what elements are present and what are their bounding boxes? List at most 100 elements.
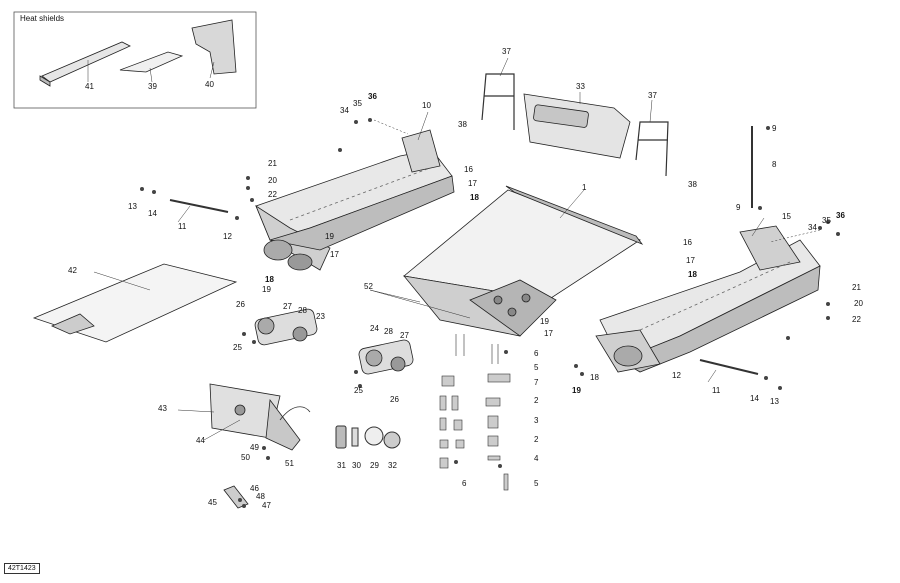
callout-46: 46: [250, 484, 259, 493]
floor-panel: [32, 263, 238, 343]
callout-5: 5: [534, 479, 539, 488]
callout-16: 16: [464, 165, 473, 174]
callout-45: 45: [208, 498, 217, 507]
part-29: [364, 426, 384, 446]
part-30: [351, 427, 359, 447]
clip-45: [223, 485, 249, 509]
right-frame-rail: [595, 225, 821, 373]
plate-bracket: [209, 383, 311, 451]
callout-10: 10: [422, 101, 431, 110]
callout-19: 19: [262, 285, 271, 294]
tail-light-left: [254, 308, 318, 346]
callout-40: 40: [205, 80, 214, 89]
callout-34: 34: [340, 106, 349, 115]
heat-shields-title: Heat shields: [20, 14, 65, 23]
callout-30: 30: [352, 461, 361, 470]
tailgate: [523, 93, 631, 159]
callout-28: 28: [298, 306, 307, 315]
callout-48: 48: [256, 492, 265, 501]
fastener-stack: [439, 334, 511, 491]
part-32: [383, 431, 401, 449]
callout-17: 17: [468, 179, 477, 188]
callout-7: 7: [534, 378, 539, 387]
callout-17: 17: [686, 256, 695, 265]
callout-22: 22: [268, 190, 277, 199]
callout-20: 20: [268, 176, 277, 185]
rod-left: [169, 199, 229, 213]
callout-17: 17: [330, 250, 339, 259]
callout-18: 18: [590, 373, 599, 382]
callout-14: 14: [750, 394, 759, 403]
callout-22: 22: [852, 315, 861, 324]
callout-25: 25: [233, 343, 242, 352]
callout-42: 42: [68, 266, 77, 275]
callout-44: 44: [196, 436, 205, 445]
callout-37: 37: [648, 91, 657, 100]
heat-shield-39: [119, 51, 184, 73]
rod-right: [699, 359, 759, 375]
callout-29: 29: [370, 461, 379, 470]
callout-27: 27: [283, 302, 292, 311]
callout-41: 41: [85, 82, 94, 91]
cargo-tub: [403, 185, 644, 337]
callout-labels: 41 39 40 37 33 37 38 38 9 8 9 34 35 36 1…: [68, 47, 863, 510]
callout-15: 15: [782, 212, 791, 221]
grab-handle-left: [481, 73, 515, 130]
left-frame-rail: [255, 129, 455, 271]
callout-47: 47: [262, 501, 271, 510]
callout-39: 39: [148, 82, 157, 91]
callout-3: 3: [534, 416, 539, 425]
callout-8: 8: [772, 160, 777, 169]
callout-6: 6: [534, 349, 539, 358]
callout-9: 9: [772, 124, 777, 133]
part-31: [335, 425, 347, 449]
callout-2: 2: [534, 435, 539, 444]
callout-12: 12: [672, 371, 681, 380]
heat-shield-40: [191, 19, 237, 75]
callout-20: 20: [854, 299, 863, 308]
callout-52: 52: [364, 282, 373, 291]
callout-6: 6: [462, 479, 467, 488]
callout-27: 27: [400, 331, 409, 340]
callout-12: 12: [223, 232, 232, 241]
callout-21: 21: [268, 159, 277, 168]
callout-18: 18: [265, 275, 274, 284]
callout-37: 37: [502, 47, 511, 56]
callout-1: 1: [582, 183, 587, 192]
bolts: [140, 118, 840, 508]
callout-35: 35: [353, 99, 362, 108]
callout-36: 36: [836, 211, 845, 220]
callout-11: 11: [178, 222, 187, 231]
callout-18: 18: [470, 193, 479, 202]
callout-13: 13: [128, 202, 137, 211]
callout-16: 16: [683, 238, 692, 247]
leader-lines: [93, 57, 821, 441]
callout-31: 31: [337, 461, 346, 470]
callout-11: 11: [712, 386, 721, 395]
callout-38: 38: [458, 120, 467, 129]
callout-36: 36: [368, 92, 377, 101]
figure-code: 42T1423: [4, 563, 40, 574]
callout-26: 26: [236, 300, 245, 309]
callout-34: 34: [808, 223, 817, 232]
callout-17: 17: [544, 329, 553, 338]
callout-32: 32: [388, 461, 397, 470]
callout-50: 50: [241, 453, 250, 462]
callout-19: 19: [540, 317, 549, 326]
callout-9: 9: [736, 203, 741, 212]
callout-33: 33: [576, 82, 585, 91]
callout-25: 25: [354, 386, 363, 395]
callout-28: 28: [384, 327, 393, 336]
grab-handle-right: [635, 121, 669, 177]
callout-26: 26: [390, 395, 399, 404]
callout-13: 13: [770, 397, 779, 406]
callout-19: 19: [325, 232, 334, 241]
callout-24: 24: [370, 324, 379, 333]
callout-51: 51: [285, 459, 294, 468]
callout-35: 35: [822, 216, 831, 225]
callout-19: 19: [572, 386, 581, 395]
callout-4: 4: [534, 454, 539, 463]
callout-38: 38: [688, 180, 697, 189]
callout-23: 23: [316, 312, 325, 321]
